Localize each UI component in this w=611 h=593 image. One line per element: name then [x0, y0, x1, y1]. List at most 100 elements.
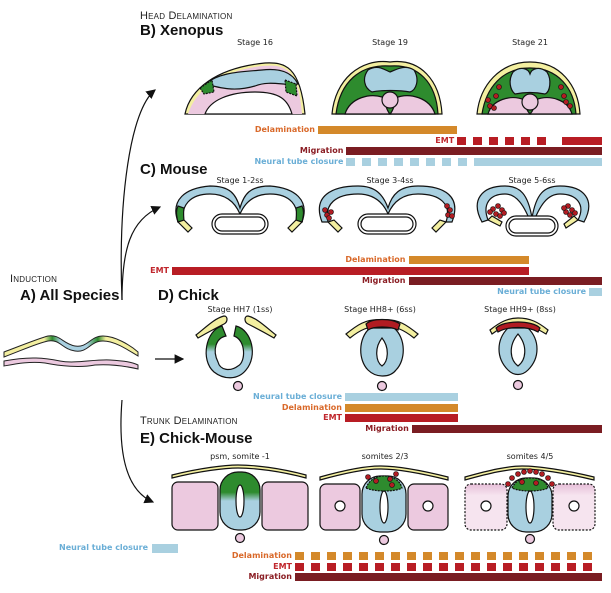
timeline-label-emt: EMT	[150, 265, 169, 275]
timeline-segment-emt	[455, 562, 464, 571]
timeline-bar-delamination	[408, 256, 529, 264]
trunk-psm-drawing	[171, 464, 309, 544]
timeline-label-delamination: Delamination	[281, 402, 342, 412]
mouse-stage-label: Stage 3-4ss	[366, 176, 414, 185]
timeline-segment-delamination	[583, 552, 592, 560]
timeline-segment-emt	[521, 136, 531, 145]
chick-hh9-drawing	[489, 317, 549, 391]
timeline-segment-delamination	[471, 552, 480, 560]
timeline-segment-delamination	[519, 552, 528, 560]
panel-a-title: A) All Species	[20, 287, 120, 304]
panel-d-title: D) Chick	[158, 287, 219, 304]
timeline-label-delamination: Delamination	[231, 551, 292, 560]
timeline-segment-emt	[439, 562, 448, 571]
trunk-somites-2-3-drawing	[319, 465, 449, 546]
trunk-somites-4-5-drawing	[464, 465, 596, 545]
timeline-segment-emt	[407, 562, 416, 571]
timeline-label-neural_tube_closure: Neural tube closure	[59, 543, 148, 552]
timeline-bar-neural_tube_closure	[589, 287, 602, 296]
chick-stage-label: Stage HH9+ (8ss)	[484, 305, 556, 314]
timeline-segment-emt	[567, 562, 576, 571]
timeline-bar-migration	[411, 424, 602, 433]
timeline-segment-neural_tube_closure	[362, 157, 372, 166]
timeline-label-migration: Migration	[248, 572, 292, 581]
section-induction: Induction	[10, 273, 58, 285]
timeline-segment-emt	[471, 562, 480, 571]
timeline-bar-emt	[562, 136, 602, 145]
xenopus-stage-21-drawing	[476, 61, 581, 115]
timeline-segment-emt	[359, 562, 368, 571]
timeline-label-neural_tube_closure: Neural tube closure	[253, 392, 342, 401]
chick-stage-label: Stage HH7 (1ss)	[207, 305, 273, 314]
timeline-segment-delamination	[407, 552, 416, 560]
timeline-segment-emt	[537, 136, 547, 145]
timeline-label-neural_tube_closure: Neural tube closure	[497, 286, 587, 296]
trunk-stage-label: somites 4/5	[506, 452, 554, 461]
section-trunk-delamination: Trunk Delamination	[140, 415, 238, 427]
timeline-segment-emt	[535, 562, 544, 571]
timeline-segment-neural_tube_closure	[410, 157, 420, 166]
arrow-to-chick-mouse	[120, 399, 155, 504]
mouse-stage-3-4ss-drawing	[318, 185, 456, 235]
timeline-segment-neural_tube_closure	[442, 157, 452, 166]
timeline-label-emt: EMT	[435, 135, 455, 145]
timeline-segment-neural_tube_closure	[394, 157, 404, 166]
arrow-to-mouse	[121, 205, 162, 301]
timeline-segment-delamination	[359, 552, 368, 560]
timeline-segment-emt	[487, 562, 496, 571]
timeline-segment-emt	[473, 136, 483, 145]
timeline-segment-delamination	[487, 552, 496, 560]
timeline-segment-delamination	[423, 552, 432, 560]
timeline-segment-delamination	[327, 552, 336, 560]
induction-neural-plate	[3, 335, 139, 370]
timeline-label-emt: EMT	[273, 561, 292, 571]
timeline-segment-delamination	[391, 552, 400, 560]
timeline-segment-neural_tube_closure	[426, 157, 436, 166]
xenopus-stage-label: Stage 19	[372, 38, 408, 47]
timeline-segment-emt	[391, 562, 400, 571]
timeline-bar-migration	[346, 147, 602, 155]
panel-e-title: E) Chick-Mouse	[140, 430, 253, 447]
timeline-label-migration: Migration	[299, 146, 344, 155]
xenopus-stage-label: Stage 21	[512, 38, 548, 47]
timeline-segment-emt	[343, 562, 352, 571]
timeline-segment-emt	[489, 136, 499, 145]
timeline-segment-emt	[503, 562, 512, 571]
timeline-segment-emt	[551, 562, 560, 571]
induction-arrows	[120, 89, 185, 504]
timeline-segment-delamination	[439, 552, 448, 560]
timeline-segment-neural_tube_closure	[458, 157, 468, 166]
timeline-label-migration: Migration	[361, 276, 406, 285]
arrow-to-xenopus	[120, 89, 156, 301]
trunk-stage-label: somites 2/3	[361, 452, 409, 461]
timeline-segment-delamination	[311, 552, 320, 560]
timeline-segment-delamination	[551, 552, 560, 560]
timeline-segment-delamination	[455, 552, 464, 560]
trunk-stage-label: psm, somite -1	[210, 452, 270, 461]
mouse-stage-label: Stage 1-2ss	[216, 176, 264, 185]
timeline-label-neural_tube_closure: Neural tube closure	[254, 156, 344, 166]
timeline-segment-emt	[583, 562, 592, 571]
panel-b-title: B) Xenopus	[140, 22, 224, 39]
timeline-segment-emt	[295, 562, 304, 571]
timeline-segment-delamination	[503, 552, 512, 560]
timeline-segment-delamination	[567, 552, 576, 560]
chick-hh7-drawing	[195, 315, 277, 392]
panel-c-title: C) Mouse	[140, 161, 208, 178]
timeline-bar-migration	[295, 573, 602, 581]
timeline-segment-emt	[375, 562, 384, 571]
xenopus-stage-label: Stage 16	[237, 38, 273, 47]
timeline-segment-emt	[423, 562, 432, 571]
mouse-stage-5-6ss-drawing	[476, 185, 590, 237]
mouse-stage-label: Stage 5-6ss	[508, 176, 556, 185]
xenopus-stage-16-drawing	[184, 62, 306, 115]
chick-hh8-drawing	[345, 318, 419, 392]
timeline-bar-delamination	[318, 126, 458, 134]
chick-stage-label: Stage HH8+ (6ss)	[344, 305, 416, 314]
timeline-segment-emt	[505, 136, 515, 145]
timeline-label-migration: Migration	[365, 423, 409, 433]
timeline-bar-emt	[172, 266, 529, 275]
timeline-bar-neural_tube_closure	[152, 544, 178, 553]
mouse-stage-1-2ss-drawing	[175, 185, 305, 235]
timeline-segment-delamination	[375, 552, 384, 560]
